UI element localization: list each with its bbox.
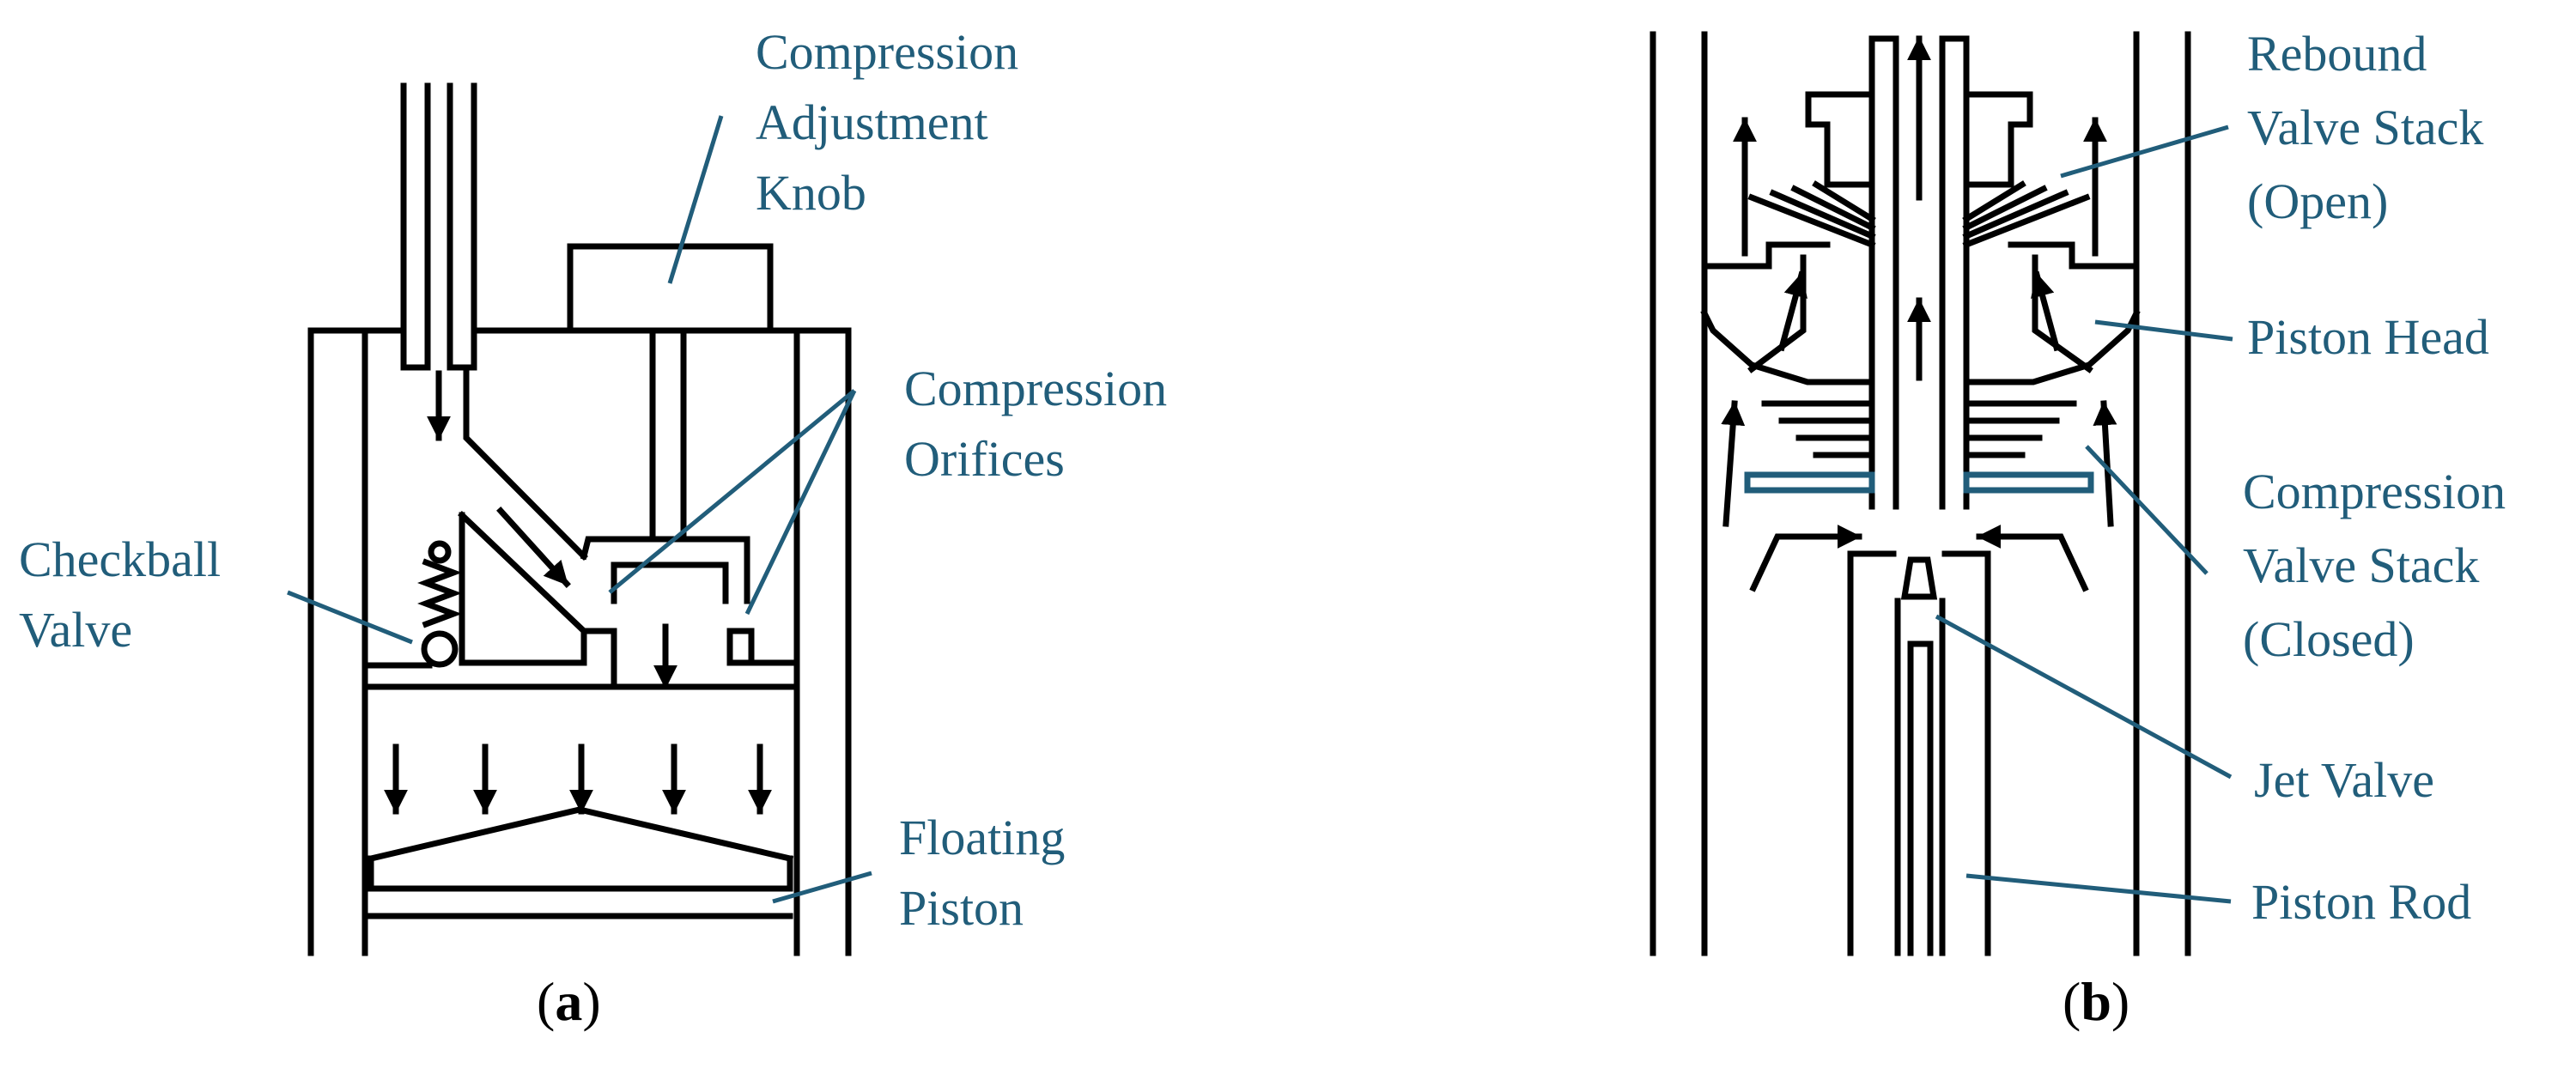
inlet-tube [400, 82, 477, 371]
floating-piston-parts [367, 806, 794, 919]
caption-paren: ) [2111, 971, 2130, 1032]
label-line: (Closed) [2243, 611, 2415, 667]
compression-knob-body [567, 243, 774, 540]
flow-arrows-b [1721, 35, 2117, 592]
label-line: Jet Valve [2254, 752, 2434, 808]
rebound-valve-stack [1747, 180, 2091, 249]
label-compression-adjustment-knob: Compression Adjustment Knob [756, 17, 1018, 228]
label-compression-orifices: Compression Orifices [904, 354, 1167, 495]
label-floating-piston: Floating Piston [899, 803, 1065, 944]
label-compression-valve-stack: Compression Valve Stack (Closed) [2243, 455, 2506, 677]
label-line: Orifices [904, 431, 1065, 487]
label-line: Valve [19, 602, 133, 658]
panel-a-diagram [287, 82, 872, 956]
label-piston-head: Piston Head [2247, 302, 2489, 373]
caption-letter: a [555, 971, 583, 1032]
center-shaft [1868, 35, 1970, 510]
outer-cylinder-b [1649, 31, 2191, 956]
label-line: Knob [756, 165, 866, 221]
label-line: Piston Head [2247, 309, 2489, 365]
label-line: Compression [904, 361, 1168, 416]
label-line: Floating [899, 810, 1066, 865]
internal-passages-a [361, 327, 800, 690]
label-line: Checkball [19, 531, 222, 587]
label-line: (Open) [2247, 173, 2389, 229]
caption-letter: b [2081, 971, 2111, 1032]
label-checkball-valve: Checkball Valve [19, 525, 221, 665]
jet-valve-rod [1847, 550, 1991, 956]
label-line: Piston [899, 880, 1024, 936]
compression-valve-stack [1744, 400, 2094, 494]
label-line: Valve Stack [2243, 537, 2480, 593]
panel-b-diagram [1649, 31, 2233, 956]
label-piston-rod: Piston Rod [2251, 867, 2471, 938]
label-line: Adjustment [756, 94, 988, 150]
caption-b: (b) [2063, 970, 2129, 1034]
leader-lines-b [1935, 124, 2233, 904]
caption-paren: ( [2063, 971, 2081, 1032]
outer-cylinder-a [307, 327, 852, 956]
label-jet-valve: Jet Valve [2254, 745, 2434, 816]
caption-paren: ) [582, 971, 601, 1032]
label-line: Piston Rod [2251, 874, 2472, 930]
label-line: Valve Stack [2247, 100, 2484, 155]
label-line: Rebound [2247, 26, 2427, 82]
label-line: Compression [756, 24, 1019, 80]
label-line: Compression [2243, 464, 2506, 519]
checkball-valve-parts [417, 540, 462, 668]
label-rebound-valve-stack: Rebound Valve Stack (Open) [2247, 17, 2483, 239]
leader-lines-a [287, 115, 872, 904]
flow-arrows-a [384, 370, 772, 815]
caption-a: (a) [537, 970, 601, 1034]
caption-paren: ( [537, 971, 556, 1032]
